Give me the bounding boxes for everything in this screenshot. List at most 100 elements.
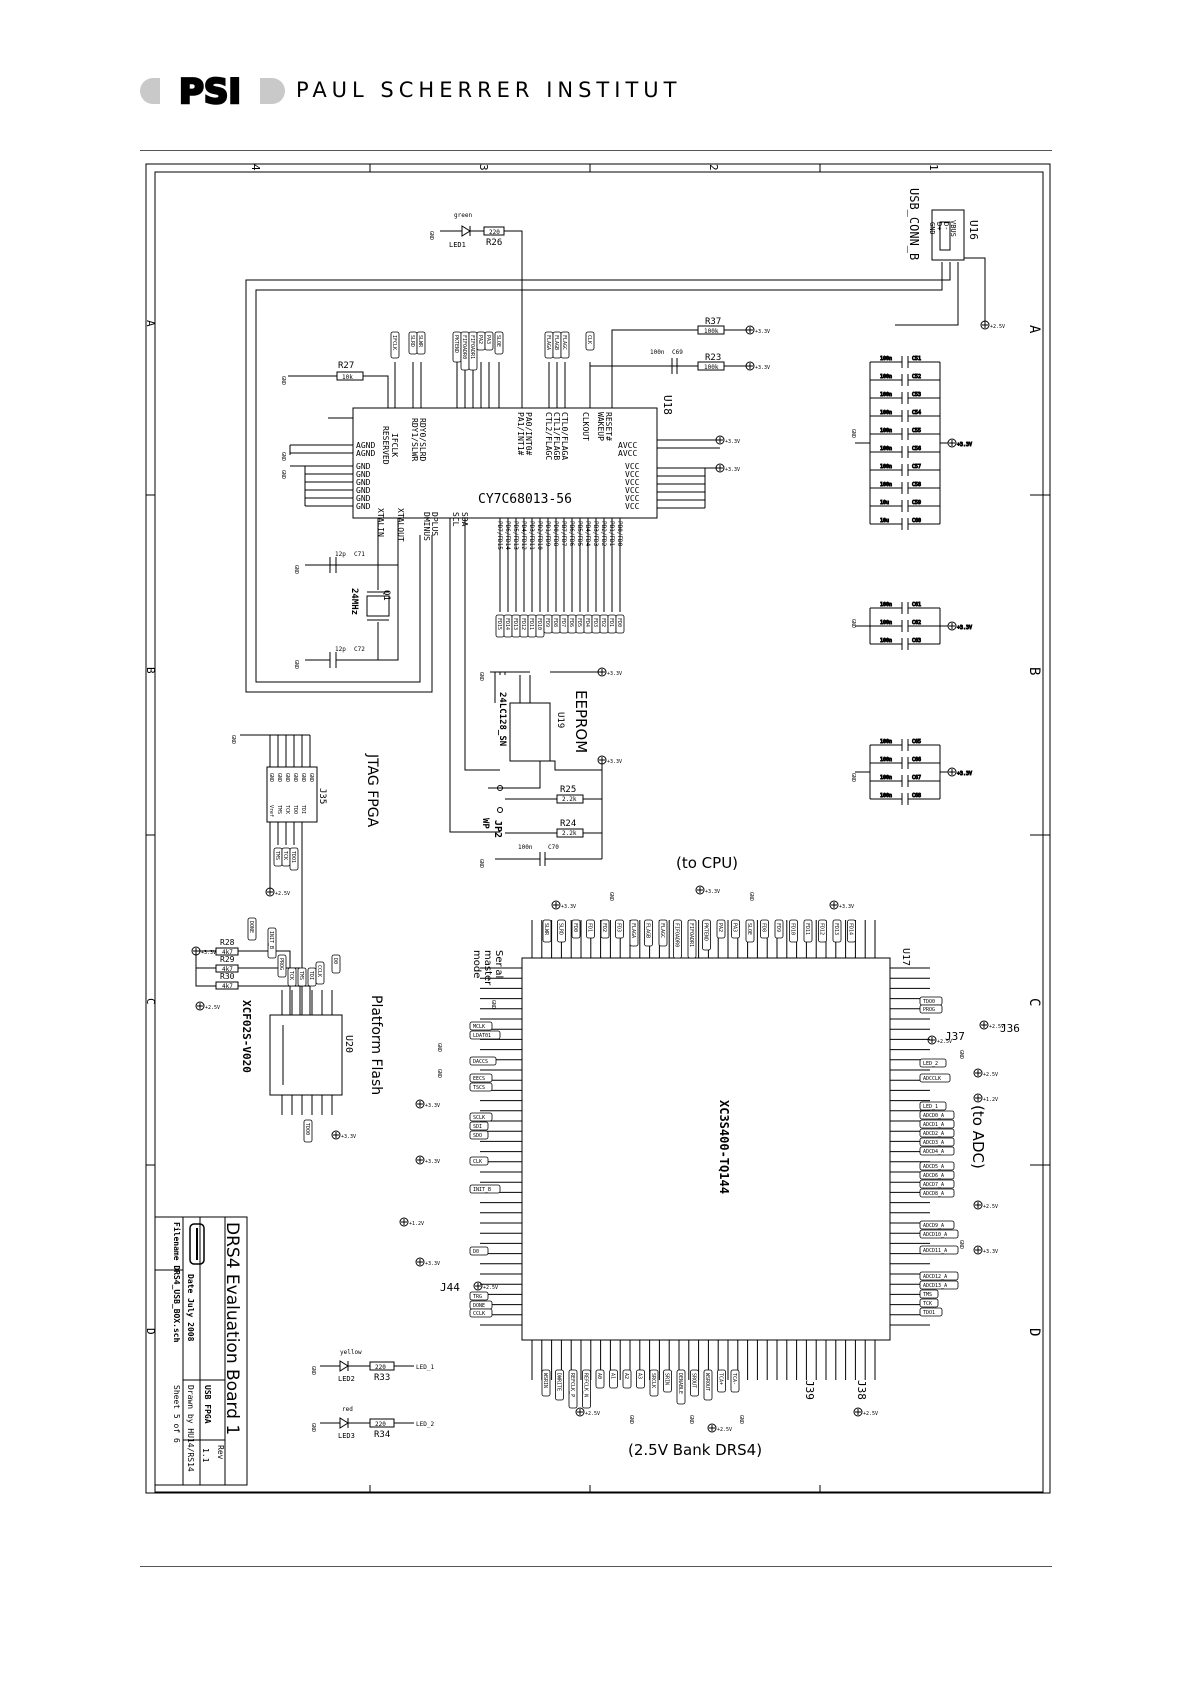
- u17-top-net-7-text: FLAGB: [645, 923, 651, 938]
- cap-bank-low-value-0: 100n: [880, 739, 892, 745]
- cap-bank-top-supply: +3.3V: [957, 442, 972, 448]
- jtag-pin-0: GND: [268, 773, 274, 782]
- jtag-net-1: TCK: [281, 847, 291, 867]
- u18-pin-gnd4: GND: [356, 486, 371, 495]
- u18-top-net-10: FLAGB: [552, 331, 562, 359]
- u16-ref: U16: [967, 220, 980, 240]
- u17-top-net-8-text: FLAGC: [659, 923, 665, 938]
- u17-right-net-17-text: ADCD12_A: [923, 1274, 947, 1280]
- j39-ref: J39: [803, 1380, 816, 1400]
- u17-right-net-8: ADCD3_A: [919, 1137, 955, 1147]
- u17-bottom-net-12: WSROUT: [703, 1369, 713, 1401]
- u17-bottom-supply-3: +2.5V: [863, 1411, 878, 1417]
- u17-right-supply-3: +2.5V: [983, 1204, 998, 1210]
- u20-net-done-text: DONE: [248, 921, 254, 933]
- u18-pin-agnd2: AGND: [356, 449, 375, 458]
- q1-value: 24MHz: [349, 588, 359, 615]
- u18-data-pin-2: PD5/FD13: [512, 521, 519, 550]
- u18-pin-wakeup: WAKEUP: [596, 412, 605, 441]
- u17-bottom-net-2-text: REFCLK_P: [569, 1373, 575, 1397]
- u17-bottom-net-12-text: WSROUT: [704, 1373, 710, 1391]
- u17-bottom-net-5-text: A1: [610, 1373, 616, 1379]
- u18-pin-ctl0: CTL0/FLAGA: [560, 412, 569, 460]
- c69-ref: C69: [672, 349, 683, 356]
- gnd-symbol-21: GND: [628, 1415, 634, 1424]
- u17-right-net-7-text: ADCD2_A: [923, 1131, 944, 1137]
- u17-top-net-19: FD12: [818, 919, 827, 943]
- r26-ref: R26: [486, 238, 502, 248]
- u17-top-net-7: FLAGB: [644, 919, 653, 947]
- cap-bank-mid-value-0: 100n: [880, 602, 892, 608]
- rev-value: 1.1: [201, 1448, 210, 1463]
- u17-top-net-14-text: SLOE: [746, 923, 752, 935]
- u17-top-net-18-text: FD11: [804, 923, 810, 935]
- u17-top-net-3-text: FD1: [587, 923, 593, 932]
- u20-net-cclk-text: CCLK: [316, 965, 322, 977]
- u17-top-net-1: SLRD: [557, 919, 566, 943]
- gnd-symbol-19: GND: [608, 892, 614, 901]
- gnd-symbol-18: GND: [310, 1423, 316, 1432]
- u18-pin-vcc6: VCC: [625, 502, 640, 511]
- u18-top-net-0: IFCLK: [390, 331, 400, 359]
- u20-net-d0-text: D0: [332, 958, 338, 964]
- u17-top-net-21: FD14: [847, 919, 856, 943]
- u17-left-net-12-text: DONE: [473, 1303, 485, 1309]
- u17-top-net-8: FLAGC: [658, 919, 668, 947]
- serial-3: mode: [471, 950, 482, 978]
- u19-wp-supply: +3.3V: [607, 759, 622, 765]
- u17-right-net-13-text: ADCD8_A: [923, 1191, 944, 1197]
- jtag-net-1-text: TCK: [282, 851, 288, 860]
- u17-right-net-12: ADCD7_A: [919, 1179, 955, 1189]
- u18-pin-vcc5: VCC: [625, 494, 640, 503]
- u17-top-net-15-text: FD8: [761, 923, 767, 932]
- r25-value: 2.2k: [562, 796, 577, 803]
- u17-top-net-15: FD8: [760, 919, 769, 939]
- u18-pin-ctl2: CTL2/FLAGC: [544, 412, 553, 460]
- u20-net-tms-text: TMS: [298, 971, 304, 980]
- u18-top-net-1-text: SLRD: [409, 335, 415, 347]
- jtag-net-0: TMS: [273, 847, 283, 867]
- u18-data-pin-15: PB0/FD0: [616, 521, 623, 547]
- u18-top-net-11-text: FLAGC: [561, 335, 567, 350]
- cap-bank-mid-ref-1: C62: [912, 620, 921, 626]
- u17-right-net-10-text: ADCD5_A: [923, 1164, 944, 1170]
- u18-pin-gnd6: GND: [356, 502, 371, 511]
- avcc-supply: +3.3V: [725, 439, 740, 445]
- u18-top-net-8-text: PA3: [485, 335, 491, 344]
- r23-supply: +3.3V: [755, 365, 770, 371]
- r30-ref: R30: [220, 972, 235, 981]
- r29-ref: R29: [220, 955, 235, 964]
- gnd-symbol-1: GND: [280, 376, 286, 385]
- u17-right-net-18-text: ADCD13_A: [923, 1283, 947, 1289]
- u17-bottom-net-11-text: SROUT: [691, 1373, 697, 1388]
- r28-ref: R28: [220, 938, 235, 947]
- u20-net-prog: PROG: [277, 954, 287, 978]
- r34-value: 220: [375, 1421, 386, 1428]
- u17-top-net-20: FD13: [832, 919, 842, 943]
- platform-flash-label: Platform Flash: [368, 995, 384, 1095]
- u18-top-net-7: PA2: [476, 331, 486, 351]
- u17-top-net-11: PKTEND: [702, 919, 711, 951]
- u18-bus-net-7-text: FD8: [552, 618, 558, 627]
- serial-1: Serial: [493, 950, 504, 978]
- psi-logo: PSI: [140, 71, 285, 113]
- cap-bank-top-value-8: 10u: [880, 500, 889, 506]
- cap-bank-mid-ref-0: C61: [912, 602, 921, 608]
- jtag-pin-8: Vref: [268, 805, 274, 817]
- u17-bottom-net-9-text: SRIN: [664, 1373, 670, 1385]
- u17-right-net-12-text: ADCD7_A: [923, 1182, 944, 1188]
- u17-top-net-0-text: SLWR: [543, 923, 549, 936]
- u17-bottom-net-11: SROUT: [690, 1369, 699, 1397]
- r28-value: 4k7: [222, 949, 233, 956]
- u18-top-net-4-text: FIFOADR0: [461, 335, 467, 359]
- cap-bank-mid-value-2: 100n: [880, 638, 892, 644]
- u18-data-pin-11: PB4/FD4: [584, 521, 591, 547]
- led2-ref: LED2: [338, 1375, 355, 1383]
- usb-vbus-supply: +2.5V: [990, 324, 1005, 330]
- u18-ref: U18: [661, 395, 674, 415]
- u20-net-tdo0-text: TDO0: [304, 1123, 310, 1135]
- j36-node: +2.5V: [989, 1024, 1004, 1030]
- cap-bank-low-ref-3: C68: [912, 793, 921, 799]
- u18-data-pin-14: PB1/FD1: [608, 521, 615, 547]
- u18-part: CY7C68013-56: [478, 492, 572, 507]
